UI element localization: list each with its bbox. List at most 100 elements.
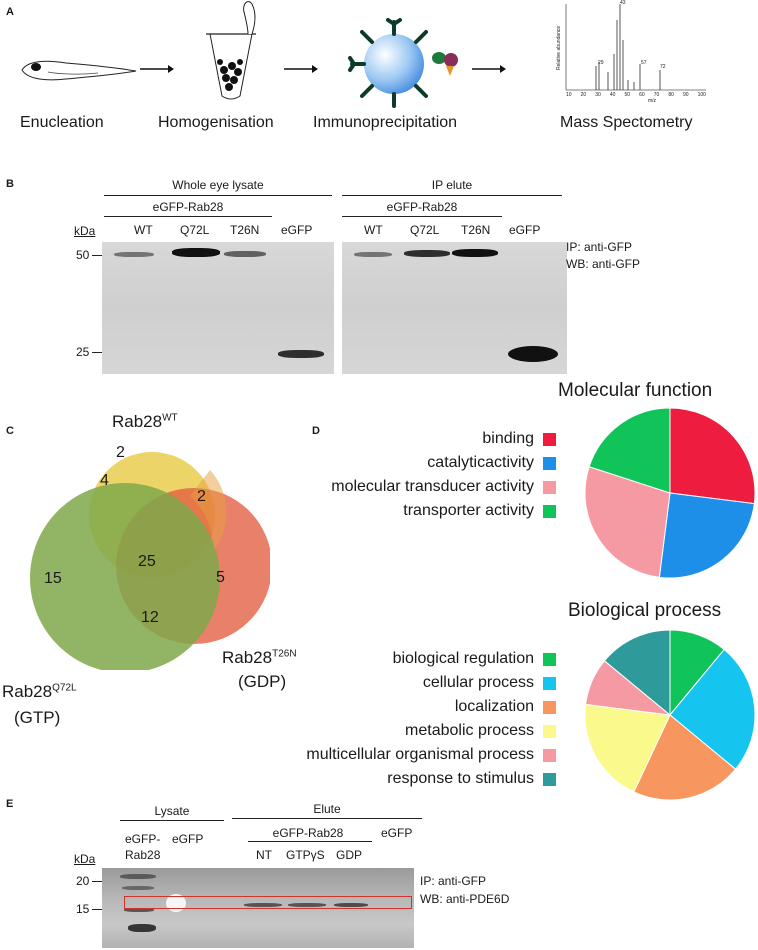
- venn-label-q72l-text: Rab28: [2, 682, 53, 701]
- panel-d-letter: D: [312, 425, 320, 437]
- venn-state-gtp: (GTP): [14, 708, 61, 727]
- ms-tick: 30: [595, 92, 601, 98]
- lane-label-wt: WT: [364, 223, 383, 237]
- pie-slice-transporter-activity: [588, 407, 671, 494]
- panel-a-letter: A: [6, 6, 14, 18]
- antibody-bead-illustration: [348, 18, 458, 108]
- panel-c-letter: C: [6, 425, 14, 437]
- mf-title: Molecular function: [558, 380, 713, 401]
- ms-tick: 20: [580, 92, 587, 98]
- legend-swatch: [543, 772, 556, 786]
- ms-tick: 40: [609, 92, 616, 98]
- venn-label-wt: Rab28WT: [112, 412, 178, 432]
- marker-15: 15: [76, 902, 90, 916]
- arrow-icon: [472, 65, 506, 73]
- venn-count-t26n-only: 5: [216, 569, 225, 586]
- venn-circle-q72l: [30, 483, 220, 670]
- legend-label: catalyticactivity: [427, 454, 534, 471]
- whole-eye-lysate-header: Whole eye lysate: [172, 178, 264, 192]
- western-blot-lysate: [102, 242, 334, 374]
- legend-label: response to stimulus: [387, 770, 534, 787]
- venn-count-wt-only: 2: [116, 444, 125, 461]
- legend-swatch: [543, 676, 556, 690]
- legend-swatch: [543, 700, 556, 714]
- venn-state-gdp: (GDP): [238, 672, 287, 691]
- legend-swatch: [543, 432, 556, 446]
- pie-slice-localization: [633, 714, 737, 801]
- pie-slice-binding: [669, 407, 756, 505]
- construct-label: eGFP-Rab28: [152, 200, 224, 214]
- highlight-box: [124, 896, 412, 909]
- legend-label: biological regulation: [392, 650, 534, 667]
- ms-peak-label: 57: [641, 60, 647, 66]
- ms-tick: 80: [668, 92, 674, 98]
- wb-antibody-label: WB: anti-PDE6D: [420, 892, 510, 906]
- lysate-header: Lysate: [154, 804, 190, 818]
- lane-label-q72l: Q72L: [410, 223, 440, 237]
- mf-legend-transducer: molecular transducer activity: [331, 478, 556, 496]
- venn-label-q72l: Rab28Q72L: [2, 682, 77, 702]
- venn-count-q72l-only: 15: [44, 570, 62, 587]
- step-label-enucleation: Enucleation: [20, 114, 104, 131]
- mass-spectrum-plot: [565, 4, 706, 91]
- mf-legend-catalytic: catalyticactivity: [427, 454, 556, 472]
- pie-slice-cellular-process: [669, 648, 756, 770]
- legend-label: localization: [454, 698, 534, 715]
- legend-label: metabolic process: [405, 722, 534, 739]
- ip-antibody-label: IP: anti-GFP: [420, 874, 487, 888]
- western-blot-pde6d: [102, 868, 414, 948]
- legend-swatch: [543, 504, 556, 518]
- ms-tick: 70: [653, 92, 660, 98]
- ms-xlabel: m/z: [648, 98, 657, 104]
- step-label-immunoprecipitation: Immunoprecipitation: [313, 114, 458, 131]
- legend-label: molecular transducer activity: [331, 478, 534, 495]
- ms-x-ticks: 10 20 30 40 50 60 70 80 90 100: [566, 92, 706, 98]
- legend-swatch: [543, 652, 556, 666]
- bp-pie-chart: [584, 629, 756, 801]
- pie-slice-molecular-transducer-activity: [584, 466, 671, 578]
- venn-count-q72l-t26n: 12: [141, 609, 159, 626]
- ms-tick: 90: [683, 92, 689, 98]
- lysate-lane-egfp-rab28-b: Rab28: [125, 848, 161, 862]
- legend-label: multicellular organismal process: [306, 746, 534, 763]
- venn-label-t26n: Rab28T26N: [222, 648, 297, 668]
- bp-legend-response: response to stimulus: [387, 770, 556, 788]
- lysate-lane-egfp: eGFP: [172, 832, 204, 846]
- homogenizer-tube-illustration: [206, 1, 256, 100]
- step-label-homogenisation: Homogenisation: [158, 114, 274, 131]
- elute-lane-gdp: GDP: [336, 848, 363, 862]
- mf-legend: binding catalyticactivity molecular tran…: [300, 428, 556, 548]
- venn-label-wt-sup: WT: [162, 412, 178, 424]
- legend-swatch: [543, 724, 556, 738]
- ms-peak-label: 29: [598, 60, 604, 66]
- venn-count-all: 25: [138, 553, 156, 570]
- zebrafish-larva-illustration: [21, 60, 137, 81]
- ip-elute-header: IP elute: [431, 178, 473, 192]
- venn-count-wt-t26n: 2: [197, 488, 206, 505]
- ms-peak-label: 72: [660, 64, 666, 70]
- ms-tick: 50: [624, 92, 631, 98]
- lane-label-wt: WT: [134, 223, 153, 237]
- pie-slice-metabolic-process: [584, 703, 671, 793]
- pie-slice-response-to-stimulus: [603, 629, 671, 717]
- lane-label-q72l: Q72L: [180, 223, 210, 237]
- lane-label-t26n: T26N: [461, 223, 491, 237]
- panel-e-letter: E: [6, 798, 14, 810]
- venn-label-q72l-sup: Q72L: [52, 682, 77, 694]
- elute-construct-label: eGFP-Rab28: [272, 826, 344, 840]
- arrow-icon: [284, 65, 318, 73]
- legend-swatch: [543, 456, 556, 470]
- venn-label-t26n-sup: T26N: [272, 648, 297, 660]
- ms-ylabel: Relative abundance: [556, 25, 562, 71]
- panel-b-letter: B: [6, 178, 14, 190]
- mf-legend-transporter: transporter activity: [403, 502, 556, 520]
- marker-50: 50: [76, 248, 90, 262]
- western-blot-ip-elute: [342, 242, 567, 374]
- venn-diagram: [30, 452, 270, 670]
- marker-20: 20: [76, 874, 90, 888]
- arrow-icon: [140, 65, 174, 73]
- legend-label: binding: [482, 430, 534, 447]
- marker-25: 25: [76, 345, 90, 359]
- kda-label: kDa: [74, 224, 96, 238]
- legend-label: cellular process: [422, 674, 534, 691]
